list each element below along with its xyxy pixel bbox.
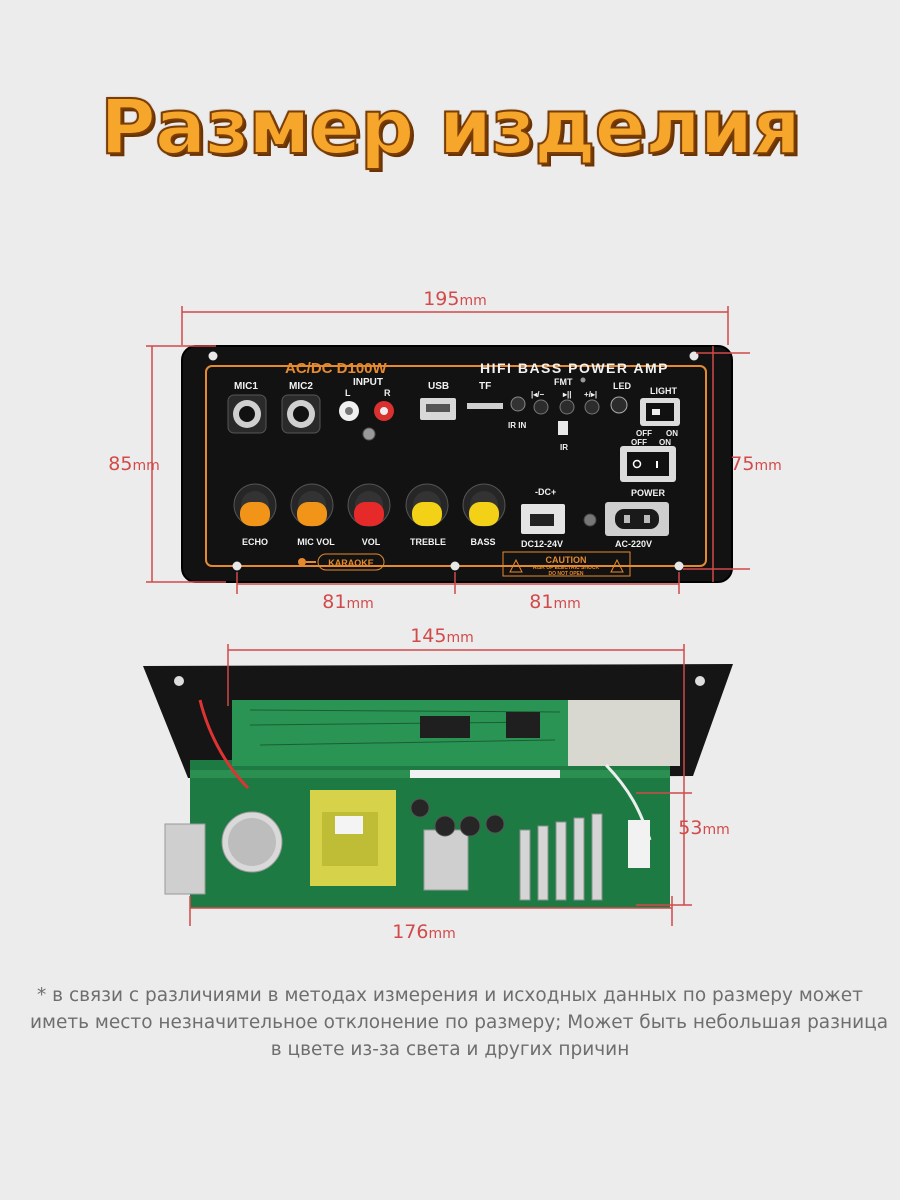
ir-in-label: IR IN (508, 421, 526, 430)
prev-button (533, 399, 549, 415)
light-switch (640, 398, 680, 426)
light-on-label: ON (666, 429, 678, 438)
screw-hole (450, 561, 460, 571)
usb-port (420, 398, 456, 420)
ir-receiver (558, 421, 568, 435)
mic1-label: MIC1 (234, 381, 258, 392)
knob-vol-label: VOL (362, 537, 381, 547)
next-button (584, 399, 600, 415)
knob-bass-label: BASS (470, 537, 495, 547)
board-illustration (143, 664, 733, 908)
led-label: LED (613, 381, 632, 391)
input-label: INPUT (353, 377, 383, 388)
knob-cap (469, 502, 499, 526)
mic2-jack (281, 394, 321, 434)
light-label: LIGHT (650, 386, 677, 396)
knob-bass (462, 483, 506, 527)
knob-cap (297, 502, 327, 526)
dc-top-label: -DC+ (535, 487, 556, 497)
caution-label: CAUTION (546, 555, 587, 565)
model-label: AC/DC D100W (285, 360, 388, 377)
footnote: * в связи с различиями в методах измерен… (30, 982, 889, 1063)
footnote-line: * в связи с различиями в методах измерен… (37, 985, 863, 1006)
knob-treble-label: TREBLE (410, 537, 446, 547)
caution-sub2: DO NOT OPEN (548, 571, 583, 577)
screw-hole (674, 561, 684, 571)
screw-hole (232, 561, 242, 571)
input-l-label: L (345, 388, 351, 398)
karaoke-badge: KARAOKE (298, 553, 385, 571)
screw-hole (208, 351, 218, 361)
fmt-label: FMT (554, 377, 573, 387)
play-label: ▸|| (562, 390, 572, 399)
dim-width-label: 195mm (423, 288, 487, 310)
power-off-label: OFF (631, 438, 647, 447)
karaoke-label: KARAOKE (328, 558, 374, 568)
dim-depth-label: 53mm (678, 817, 729, 839)
board-dimension-lines (189, 644, 692, 926)
led-indicator (610, 396, 628, 414)
mic1-jack (227, 394, 267, 434)
footnote-line: иметь место незначительное отклонение по… (30, 1012, 889, 1033)
footnote-line: в цвете из-за света и других причин (270, 1039, 630, 1060)
light-off-label: OFF (636, 429, 652, 438)
prev-label: |◂/− (531, 390, 544, 399)
dim-board-width-label: 145mm (410, 625, 474, 647)
ac-socket (605, 502, 669, 536)
knob-treble (405, 483, 449, 527)
tf-slot (467, 403, 503, 409)
ir-label: IR (560, 443, 568, 452)
caution-sub1: RISK OF ELECTRIC SHOCK (533, 565, 600, 571)
caution-box: CAUTION RISK OF ELECTRIC SHOCK DO NOT OP… (502, 551, 631, 577)
mic2-label: MIC2 (289, 381, 313, 392)
tf-label: TF (479, 381, 491, 392)
dim-half-left-label: 81mm (322, 591, 373, 613)
knob-cap (354, 502, 384, 526)
dc-connector (521, 504, 565, 534)
knob-mic-vol-label: MIC VOL (297, 537, 335, 547)
dim-inner-height-label: 75mm (730, 453, 781, 475)
power-label: POWER (631, 488, 666, 498)
input-r-label: R (384, 388, 391, 398)
knob-echo (233, 483, 277, 527)
power-switch (620, 446, 676, 482)
rca-right-jack (374, 401, 394, 421)
next-label: +/▸| (584, 390, 597, 399)
page-title: Размер изделия (99, 81, 802, 172)
rca-left-jack (339, 401, 359, 421)
front-dimension-lines (146, 306, 750, 594)
knob-echo-label: ECHO (242, 537, 268, 547)
ac-label: AC-220V (615, 539, 652, 549)
brand-label: HIFI BASS POWER AMP (480, 360, 669, 376)
ir-in-jack (510, 396, 526, 412)
knob-vol (347, 483, 391, 527)
knob-mic-vol (290, 483, 334, 527)
dim-base-width-label: 176mm (392, 921, 456, 943)
usb-label: USB (428, 381, 449, 392)
dc-bottom-label: DC12-24V (521, 539, 563, 549)
front-panel: AC/DC D100W HIFI BASS POWER AMP MIC1 MIC… (181, 345, 733, 583)
dim-half-right-label: 81mm (529, 591, 580, 613)
power-on-label: ON (659, 438, 671, 447)
knob-cap (412, 502, 442, 526)
dim-height-label: 85mm (108, 453, 159, 475)
play-button (559, 399, 575, 415)
knob-cap (240, 502, 270, 526)
